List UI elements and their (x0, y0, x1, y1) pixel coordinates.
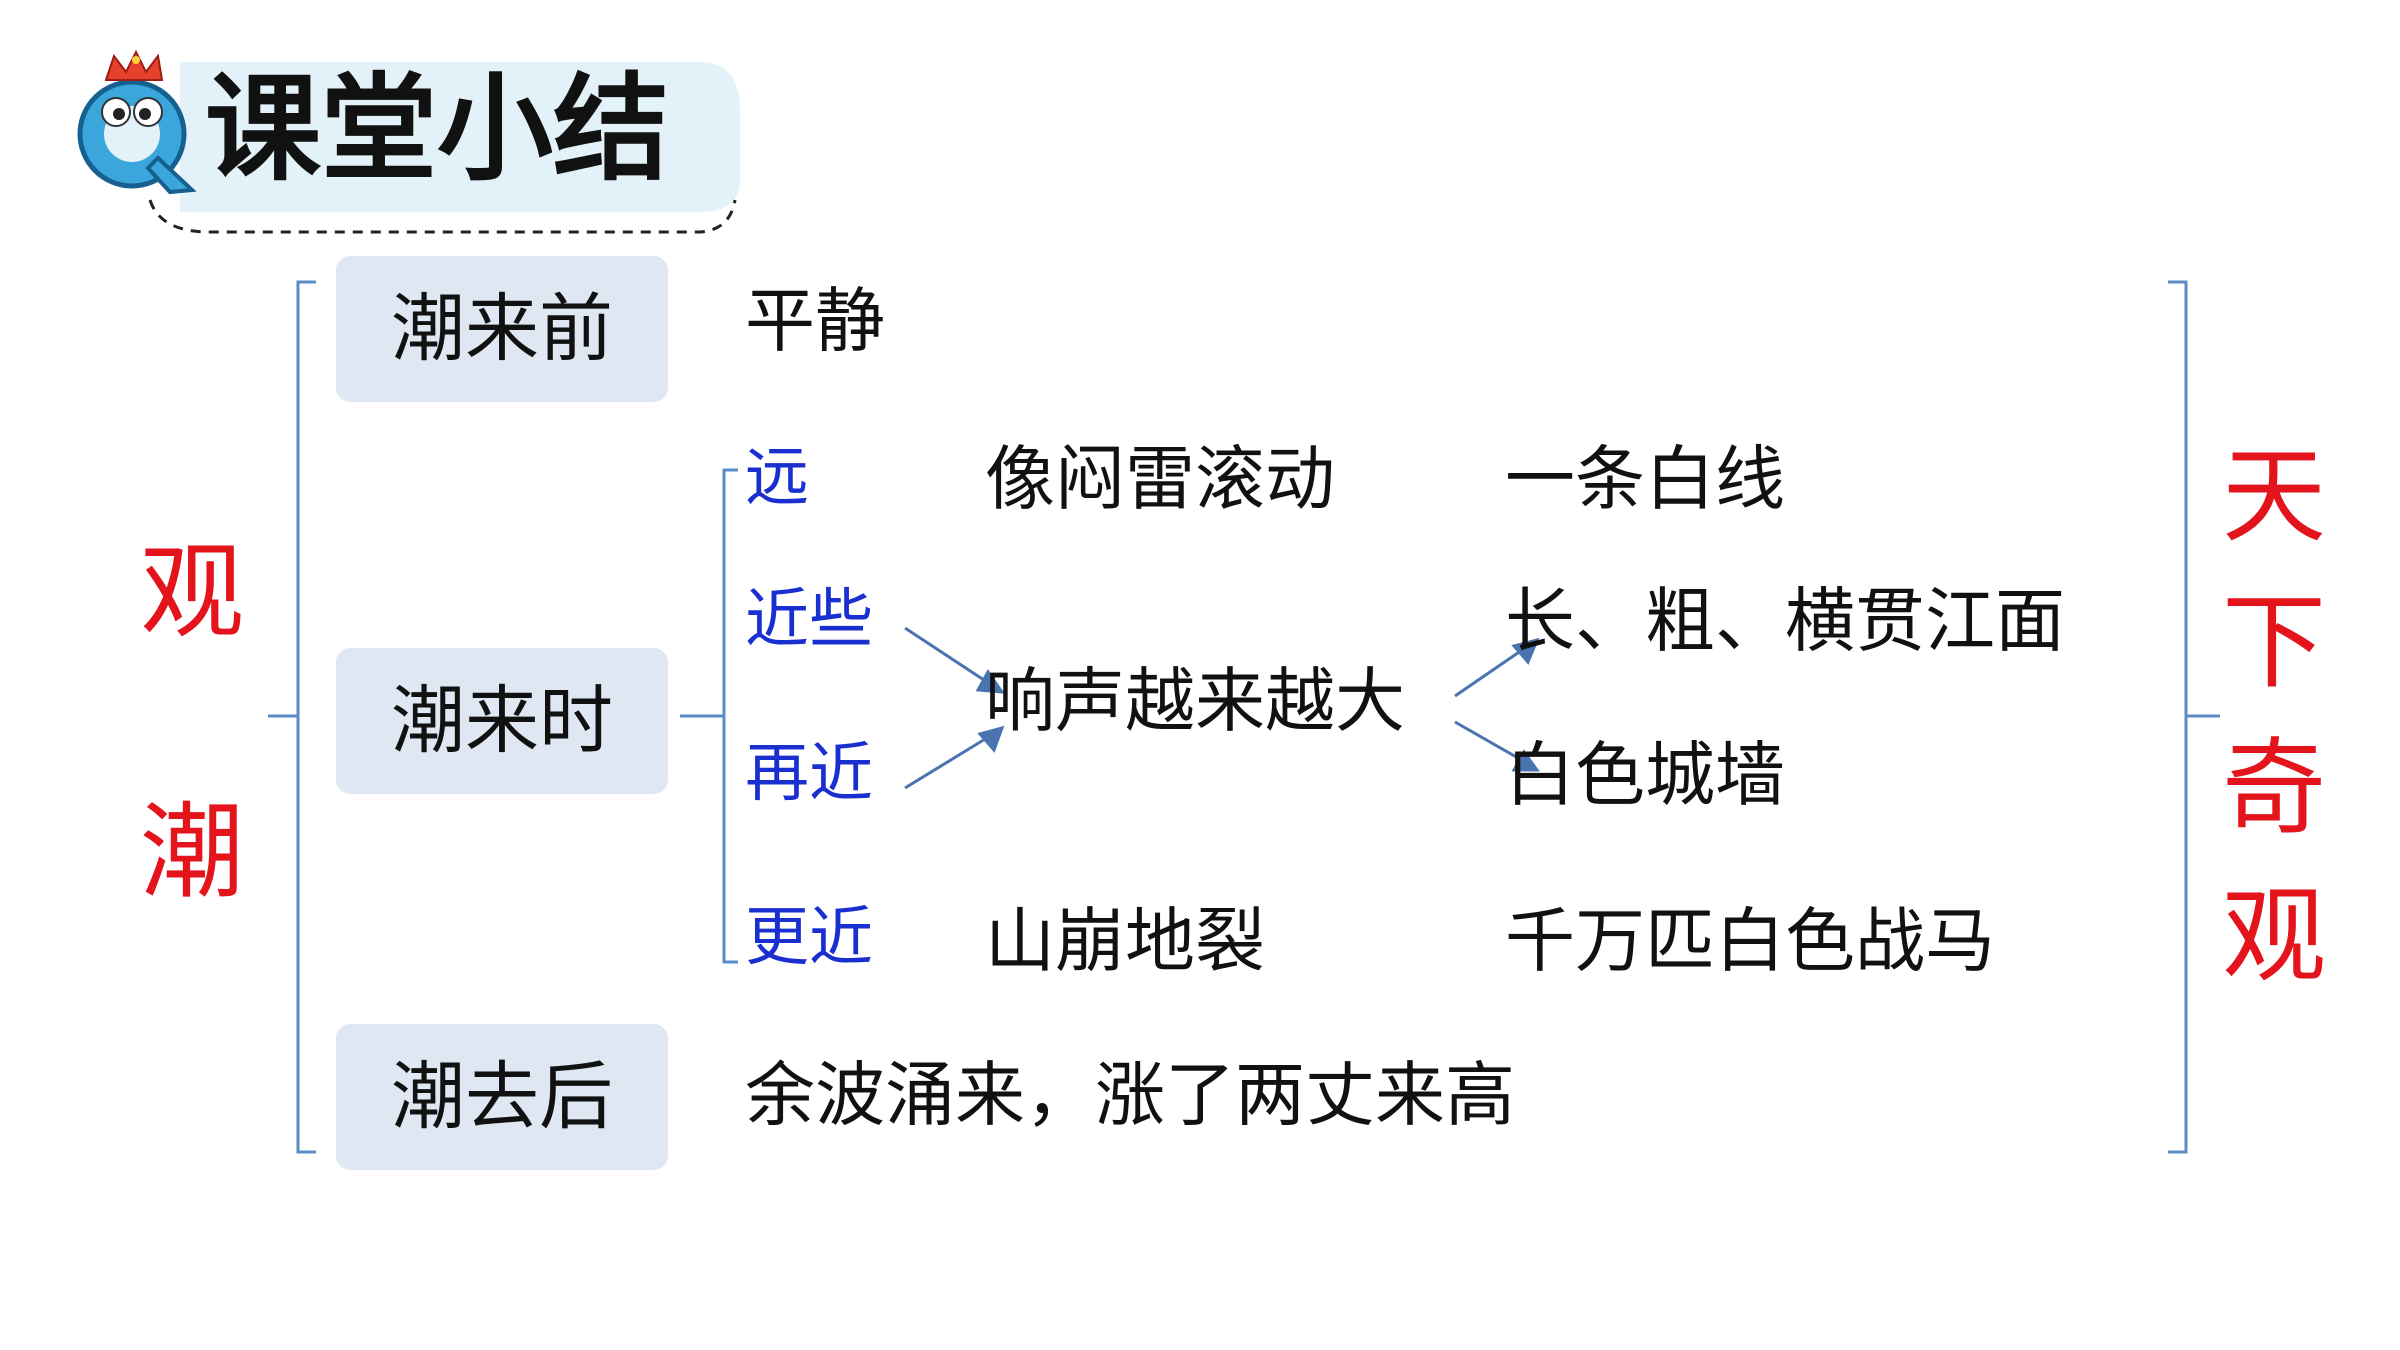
stage-nearest-sound: 山崩地裂 (985, 900, 1265, 982)
arrow-closer-to-sound (904, 734, 991, 790)
arrow-sound-to-sight-a (1454, 646, 1526, 698)
arrow-nearer-to-sound (904, 626, 991, 686)
right-conclusion-char-4: 观 (2222, 875, 2327, 997)
phase-before-description: 平静 (745, 280, 885, 362)
right-conclusion-char-1: 天 (2222, 435, 2327, 557)
stage-far-label: 远 (745, 441, 809, 515)
right-brace (2168, 280, 2188, 1154)
arrow-closer-head (977, 725, 1005, 753)
phase-before-label: 潮来前 (391, 286, 613, 372)
arrow-sound-to-sight-b (1454, 720, 1526, 764)
phase-after-description: 余波涌来，涨了两丈来高 (745, 1054, 1515, 1136)
stage-nearer-label: 近些 (745, 583, 873, 657)
stage-far-sound: 像闷雷滚动 (985, 438, 1335, 520)
title-badge-background (148, 62, 740, 234)
left-topic-char-1: 观 (140, 531, 245, 653)
stage-far-sight: 一条白线 (1505, 438, 1785, 520)
sight-a: 长、粗、横贯江面 (1505, 580, 2065, 662)
right-conclusion-char-2: 下 (2222, 581, 2327, 703)
merged-sound: 响声越来越大 (985, 660, 1405, 742)
phase-during-box: 潮来时 (336, 648, 668, 794)
sight-b: 白色城墙 (1505, 734, 1785, 816)
left-brace (296, 280, 316, 1154)
stage-closer-label: 再近 (745, 737, 873, 811)
stage-brace (722, 468, 738, 964)
arrow-nearer-head (975, 669, 1006, 694)
stage-nearest-sight: 千万匹白色战马 (1505, 900, 1995, 982)
arrow-sight-b-head (1511, 749, 1540, 772)
phase-after-box: 潮去后 (336, 1024, 668, 1170)
phase-during-label: 潮来时 (391, 678, 613, 764)
phase-after-label: 潮去后 (391, 1054, 613, 1140)
left-topic-char-2: 潮 (140, 791, 245, 913)
q-mascot-icon (77, 50, 197, 195)
stage-nearest-label: 更近 (745, 901, 873, 975)
phase-before-box: 潮来前 (336, 256, 668, 402)
arrow-sight-a-head (1511, 637, 1540, 665)
title-badge: 课堂小结 (60, 40, 760, 240)
page-title: 课堂小结 (205, 62, 669, 197)
right-conclusion-char-3: 奇 (2222, 727, 2327, 849)
